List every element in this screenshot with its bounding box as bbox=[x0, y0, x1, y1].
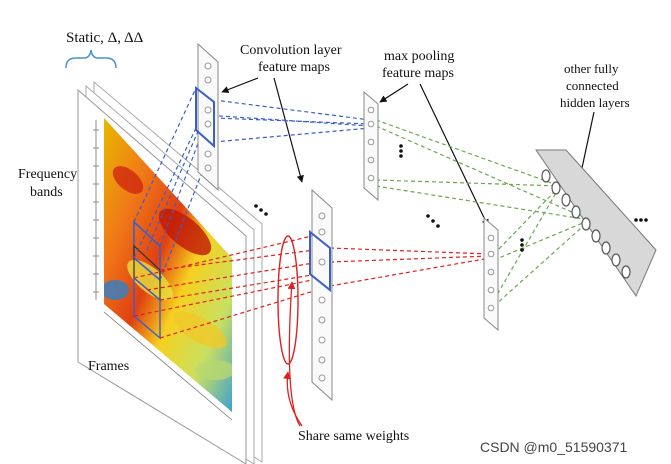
input-channels-label: Static, Δ, ΔΔ bbox=[66, 30, 144, 46]
fully-connected-label-1: other fully bbox=[564, 61, 619, 76]
conv-map-2-highlight bbox=[309, 229, 331, 293]
conv-map-1-highlight bbox=[195, 85, 215, 149]
frames-label: Frames bbox=[88, 359, 129, 374]
fully-connected-layer bbox=[535, 149, 657, 298]
conv-layer-label-1: Convolution layer bbox=[240, 43, 342, 58]
red-connections bbox=[133, 235, 491, 339]
fully-connected-label-3: hidden layers bbox=[560, 95, 630, 110]
frequency-bands-label-1: Frequency bbox=[18, 167, 77, 182]
conv-feature-map-1 bbox=[195, 42, 219, 192]
max-pooling-label-1: max pooling bbox=[384, 49, 454, 64]
watermark: CSDN @m0_51590371 bbox=[480, 439, 628, 455]
pool-ellipsis-2 bbox=[520, 238, 524, 252]
fc-ellipsis bbox=[634, 218, 648, 222]
green-connections bbox=[375, 119, 591, 307]
conv-feature-map-2 bbox=[309, 188, 333, 402]
pool-feature-map-1 bbox=[363, 90, 379, 202]
conv-layer-label-2: feature maps bbox=[258, 60, 330, 75]
pool-ellipsis-1 bbox=[399, 144, 403, 158]
shared-weights-ellipse bbox=[277, 235, 299, 365]
fully-connected-label-2: connected bbox=[566, 78, 619, 93]
share-weights-label: Share same weights bbox=[298, 429, 409, 444]
shared-weights-indicator bbox=[277, 235, 303, 427]
blue-connections bbox=[133, 87, 371, 281]
frequency-bands-label-2: bands bbox=[30, 185, 63, 200]
spectrogram-heatmap bbox=[93, 118, 233, 421]
pool-ellipsis-diag bbox=[426, 214, 440, 228]
max-pooling-label-2: feature maps bbox=[382, 66, 454, 81]
input-channel-brace bbox=[65, 49, 117, 69]
shared-weights-arrow-2 bbox=[283, 371, 303, 427]
conv-ellipsis bbox=[254, 204, 268, 216]
pool-feature-map-2 bbox=[483, 216, 499, 332]
